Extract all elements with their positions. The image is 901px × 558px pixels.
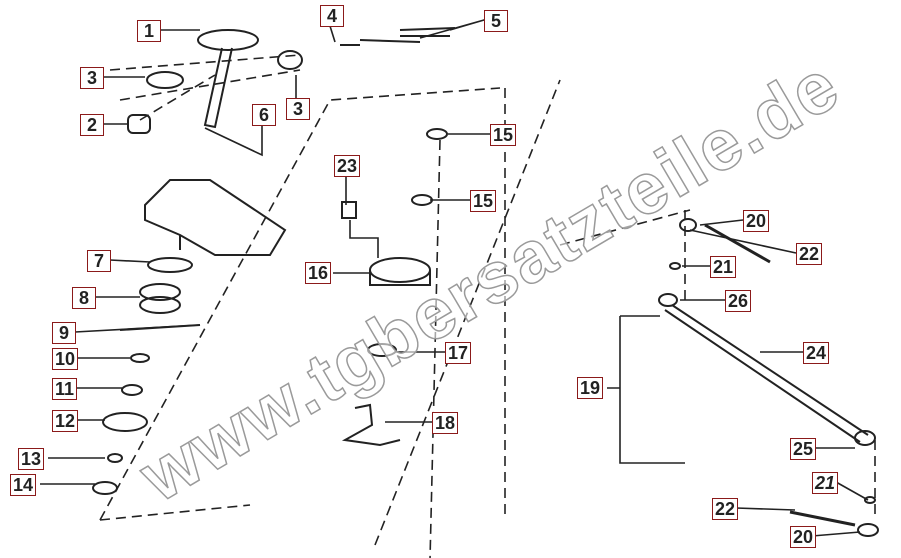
part-label-21[interactable]: 21 <box>710 256 737 278</box>
part-label-6[interactable]: 6 <box>252 104 276 126</box>
parts <box>92 27 879 537</box>
part-label-7[interactable]: 7 <box>87 250 111 272</box>
part-label-14[interactable]: 14 <box>10 474 37 496</box>
part-label-13[interactable]: 13 <box>18 448 45 470</box>
part-label-11[interactable]: 11 <box>52 378 78 400</box>
part-label-25[interactable]: 25 <box>790 438 817 460</box>
part-label-20b[interactable]: 20 <box>790 526 817 548</box>
part-label-3b[interactable]: 3 <box>286 98 310 120</box>
part-label-21b[interactable]: 21 <box>812 472 839 494</box>
part-label-4[interactable]: 4 <box>320 5 344 27</box>
part-label-15[interactable]: 15 <box>490 124 517 146</box>
part-label-3[interactable]: 3 <box>80 67 104 89</box>
part-label-15b[interactable]: 15 <box>470 190 497 212</box>
part-label-26[interactable]: 26 <box>725 290 752 312</box>
part-label-8[interactable]: 8 <box>72 287 96 309</box>
part-label-5[interactable]: 5 <box>484 10 508 32</box>
part-label-20[interactable]: 20 <box>743 210 770 232</box>
part-label-9[interactable]: 9 <box>52 322 76 344</box>
part-label-19[interactable]: 19 <box>577 377 604 399</box>
part-label-24[interactable]: 24 <box>803 342 830 364</box>
assembly-outline <box>99 54 876 558</box>
part-label-16[interactable]: 16 <box>305 262 332 284</box>
part-label-2[interactable]: 2 <box>80 114 104 136</box>
part-label-1[interactable]: 1 <box>137 20 161 42</box>
part-label-17[interactable]: 17 <box>445 342 472 364</box>
part-label-23[interactable]: 23 <box>334 155 361 177</box>
part-label-12[interactable]: 12 <box>52 410 79 432</box>
part-label-18[interactable]: 18 <box>432 412 459 434</box>
part-label-22[interactable]: 22 <box>796 243 823 265</box>
part-label-10[interactable]: 10 <box>52 348 79 370</box>
part-label-22b[interactable]: 22 <box>712 498 739 520</box>
